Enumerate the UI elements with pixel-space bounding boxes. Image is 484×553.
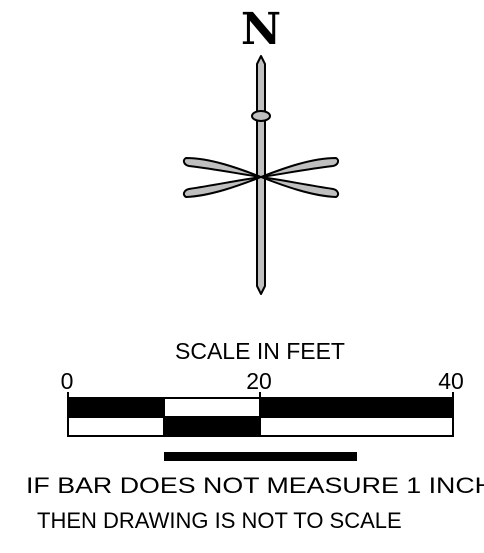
north-arrow-wing-right-lower bbox=[260, 176, 340, 198]
scale-bar-bottom-segment-2 bbox=[164, 417, 260, 436]
scale-bar-top-segment-2 bbox=[163, 397, 261, 418]
scale-tick-label-20: 20 bbox=[246, 368, 272, 394]
north-arrow-knob bbox=[251, 110, 271, 122]
north-label: N bbox=[241, 4, 281, 55]
scale-bar-bottom-segment-3 bbox=[259, 416, 454, 437]
scale-bar-bottom-segment-1 bbox=[67, 416, 165, 437]
scale-tick-label-40: 40 bbox=[438, 368, 464, 394]
scale-bar-top-segment-1 bbox=[68, 398, 164, 417]
scale-note: IF BAR DOES NOT MEASURE 1 INCH THEN DRAW… bbox=[26, 473, 484, 533]
one-inch-reference-bar bbox=[164, 452, 357, 461]
scale-bar bbox=[67, 392, 454, 437]
scale-note-line-2: THEN DRAWING IS NOT TO SCALE bbox=[37, 508, 402, 533]
north-arrow-icon bbox=[182, 55, 340, 295]
north-arrow-wing-left-upper bbox=[182, 157, 262, 178]
north-arrow-wing-left-lower bbox=[182, 176, 262, 198]
scale-tick-label-0: 0 bbox=[61, 368, 74, 394]
scale-note-line-1: IF BAR DOES NOT MEASURE 1 INCH bbox=[26, 473, 484, 498]
scale-bar-top-segment-3 bbox=[260, 398, 453, 417]
north-arrow-wing-right-upper bbox=[260, 157, 340, 178]
scale-title: SCALE IN FEET bbox=[175, 338, 345, 364]
